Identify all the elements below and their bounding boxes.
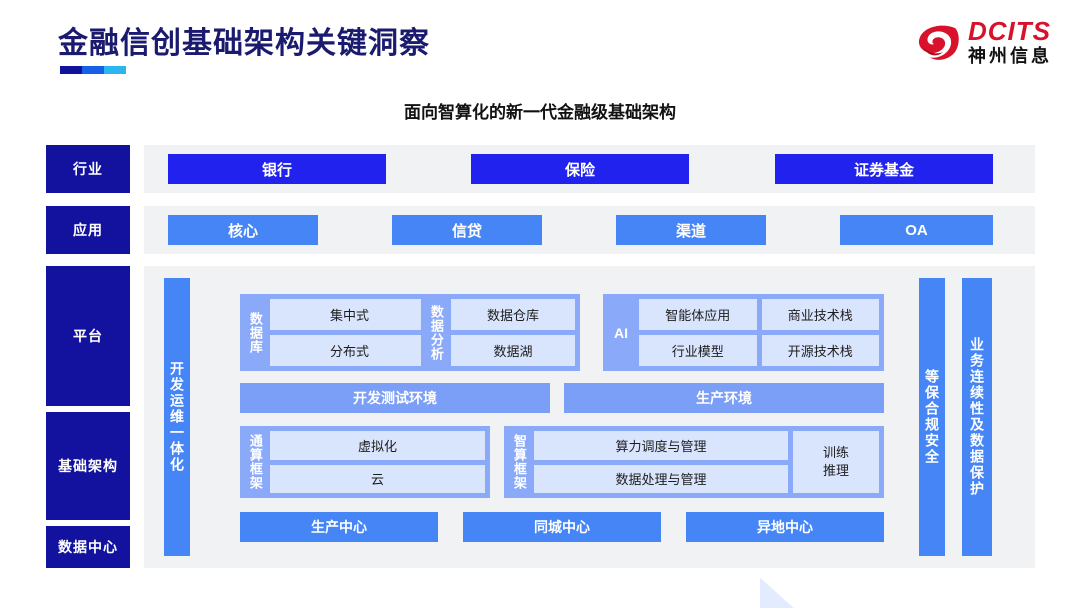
chip-label: 渠道 — [675, 222, 706, 240]
rail-devops[interactable]: 开发运维一体化 — [164, 278, 190, 556]
env-bar-dev-test[interactable]: 开发测试环境 — [240, 383, 550, 413]
application-chip-credit[interactable]: 信贷 — [392, 215, 542, 245]
stripe-2 — [760, 571, 1080, 608]
accent-segment-2 — [82, 66, 104, 74]
sidebar-item-infrastructure[interactable]: 基础架构 — [46, 412, 130, 520]
group-label: 数据库 — [247, 311, 263, 354]
env-label: 生产环境 — [696, 390, 752, 406]
env-bar-production[interactable]: 生产环境 — [564, 383, 884, 413]
group-database[interactable]: 数据库 集中式 分布式 — [240, 294, 434, 371]
sub-chip-data-warehouse[interactable]: 数据仓库 — [451, 299, 575, 330]
sub-chip-compute-scheduling-management[interactable]: 算力调度与管理 — [534, 431, 788, 460]
chip-label: 保险 — [564, 161, 595, 179]
sub-chip-opensource-tech-stack[interactable]: 开源技术栈 — [761, 335, 879, 366]
group-general-compute-framework[interactable]: 通算框架 虚拟化 云 — [240, 426, 490, 498]
logo-en-text: DCITS — [968, 16, 1051, 46]
accent-segment-1 — [60, 66, 82, 74]
sub-chip-commercial-tech-stack[interactable]: 商业技术栈 — [761, 299, 879, 330]
industry-row-panel: 银行 保险 证券基金 — [144, 145, 1035, 193]
data-center-chip-same-city[interactable]: 同城中心 — [463, 512, 661, 542]
application-chip-channel[interactable]: 渠道 — [616, 215, 766, 245]
group-ai[interactable]: AI 智能体应用 商业技术栈 行业模型 开源技术栈 — [603, 294, 884, 371]
group-label: AI — [614, 324, 628, 341]
data-center-chip-production[interactable]: 生产中心 — [240, 512, 438, 542]
group-items: 虚拟化 云 — [270, 431, 485, 493]
sub-chip-virtualization[interactable]: 虚拟化 — [270, 431, 485, 460]
chip-label: 异地中心 — [757, 519, 813, 535]
dcits-swoosh-icon — [915, 19, 961, 65]
chip-label: 信贷 — [451, 222, 482, 240]
sidebar-item-label: 基础架构 — [58, 458, 118, 474]
application-chip-core[interactable]: 核心 — [168, 215, 318, 245]
brand-logo: DCITS 神州信息 — [915, 18, 1052, 65]
accent-segment-3 — [104, 66, 126, 74]
application-chip-oa[interactable]: OA — [840, 215, 993, 245]
slide-header: 金融信创基础架构关键洞察 DCITS 神州信息 — [0, 0, 1080, 90]
title-accent-bar — [60, 66, 126, 74]
env-label: 开发测试环境 — [353, 390, 437, 406]
sidebar-item-application[interactable]: 应用 — [46, 206, 130, 254]
sub-chip-data-processing-management[interactable]: 数据处理与管理 — [534, 464, 788, 493]
chip-label: 核心 — [227, 222, 258, 240]
sub-chip-distributed[interactable]: 分布式 — [270, 335, 429, 366]
group-intelligent-compute-framework[interactable]: 智算框架 算力调度与管理 数据处理与管理 训练 推理 — [504, 426, 884, 498]
logo-wordmark: DCITS 神州信息 — [968, 18, 1052, 65]
logo-cn-text: 神州信息 — [968, 46, 1052, 66]
sub-chip-train-inference[interactable]: 训练 推理 — [793, 431, 879, 493]
rail-compliance-security[interactable]: 等保合规安全 — [919, 278, 945, 556]
chip-label: 生产中心 — [311, 519, 367, 535]
chip-label: 同城中心 — [534, 519, 590, 535]
group-items: 数据仓库 数据湖 — [451, 299, 575, 366]
group-data-analysis[interactable]: 数据分析 数据仓库 数据湖 — [421, 294, 580, 371]
chip-label: 证券基金 — [853, 161, 914, 179]
train-line-2: 推理 — [822, 463, 849, 478]
rail-label: 开发运维一体化 — [169, 361, 186, 473]
page-title: 金融信创基础架构关键洞察 — [58, 27, 430, 60]
industry-chip-securities-fund[interactable]: 证券基金 — [775, 154, 993, 184]
industry-chip-bank[interactable]: 银行 — [168, 154, 386, 184]
chip-label: 银行 — [261, 161, 292, 179]
industry-chip-insurance[interactable]: 保险 — [471, 154, 689, 184]
sidebar-item-label: 行业 — [73, 161, 103, 177]
sidebar-item-industry[interactable]: 行业 — [46, 145, 130, 193]
slide-subtitle: 面向智算化的新一代金融级基础架构 — [404, 103, 676, 122]
layer-label-column: 行业 应用 平台 基础架构 数据中心 — [46, 140, 130, 570]
architecture-diagram: 行业 应用 平台 基础架构 数据中心 银行 保险 证券基金 — [0, 140, 1080, 570]
application-row-panel: 核心 信贷 渠道 OA — [144, 206, 1035, 254]
group-label: 通算框架 — [247, 434, 263, 490]
sidebar-item-label: 数据中心 — [58, 539, 118, 555]
group-label: 智算框架 — [511, 434, 527, 490]
sub-chip-agent-application[interactable]: 智能体应用 — [639, 299, 757, 330]
rail-business-continuity-data-protection[interactable]: 业务连续性及数据保护 — [962, 278, 992, 556]
group-items: 算力调度与管理 数据处理与管理 — [534, 431, 788, 493]
group-items: 智能体应用 商业技术栈 行业模型 开源技术栈 — [639, 299, 879, 366]
rail-label: 等保合规安全 — [924, 369, 941, 465]
sub-chip-centralized[interactable]: 集中式 — [270, 299, 429, 330]
sidebar-item-data-center[interactable]: 数据中心 — [46, 526, 130, 568]
group-items: 集中式 分布式 — [270, 299, 429, 366]
sub-chip-cloud[interactable]: 云 — [270, 464, 485, 493]
train-line-1: 训练 — [822, 445, 849, 461]
rail-label: 业务连续性及数据保护 — [969, 337, 986, 497]
train-inference-wrapper: 训练 推理 — [793, 431, 879, 493]
group-label: 数据分析 — [428, 304, 444, 361]
sidebar-item-platform[interactable]: 平台 — [46, 266, 130, 406]
sidebar-item-label: 平台 — [73, 328, 103, 344]
chip-label: OA — [905, 221, 928, 239]
platform-infrastructure-panel: 开发运维一体化 等保合规安全 业务连续性及数据保护 数据库 集中式 分布式 数据… — [144, 266, 1035, 568]
sub-chip-data-lake[interactable]: 数据湖 — [451, 335, 575, 366]
sub-chip-industry-model[interactable]: 行业模型 — [639, 335, 757, 366]
sidebar-item-label: 应用 — [73, 222, 103, 238]
data-center-chip-remote[interactable]: 异地中心 — [686, 512, 884, 542]
